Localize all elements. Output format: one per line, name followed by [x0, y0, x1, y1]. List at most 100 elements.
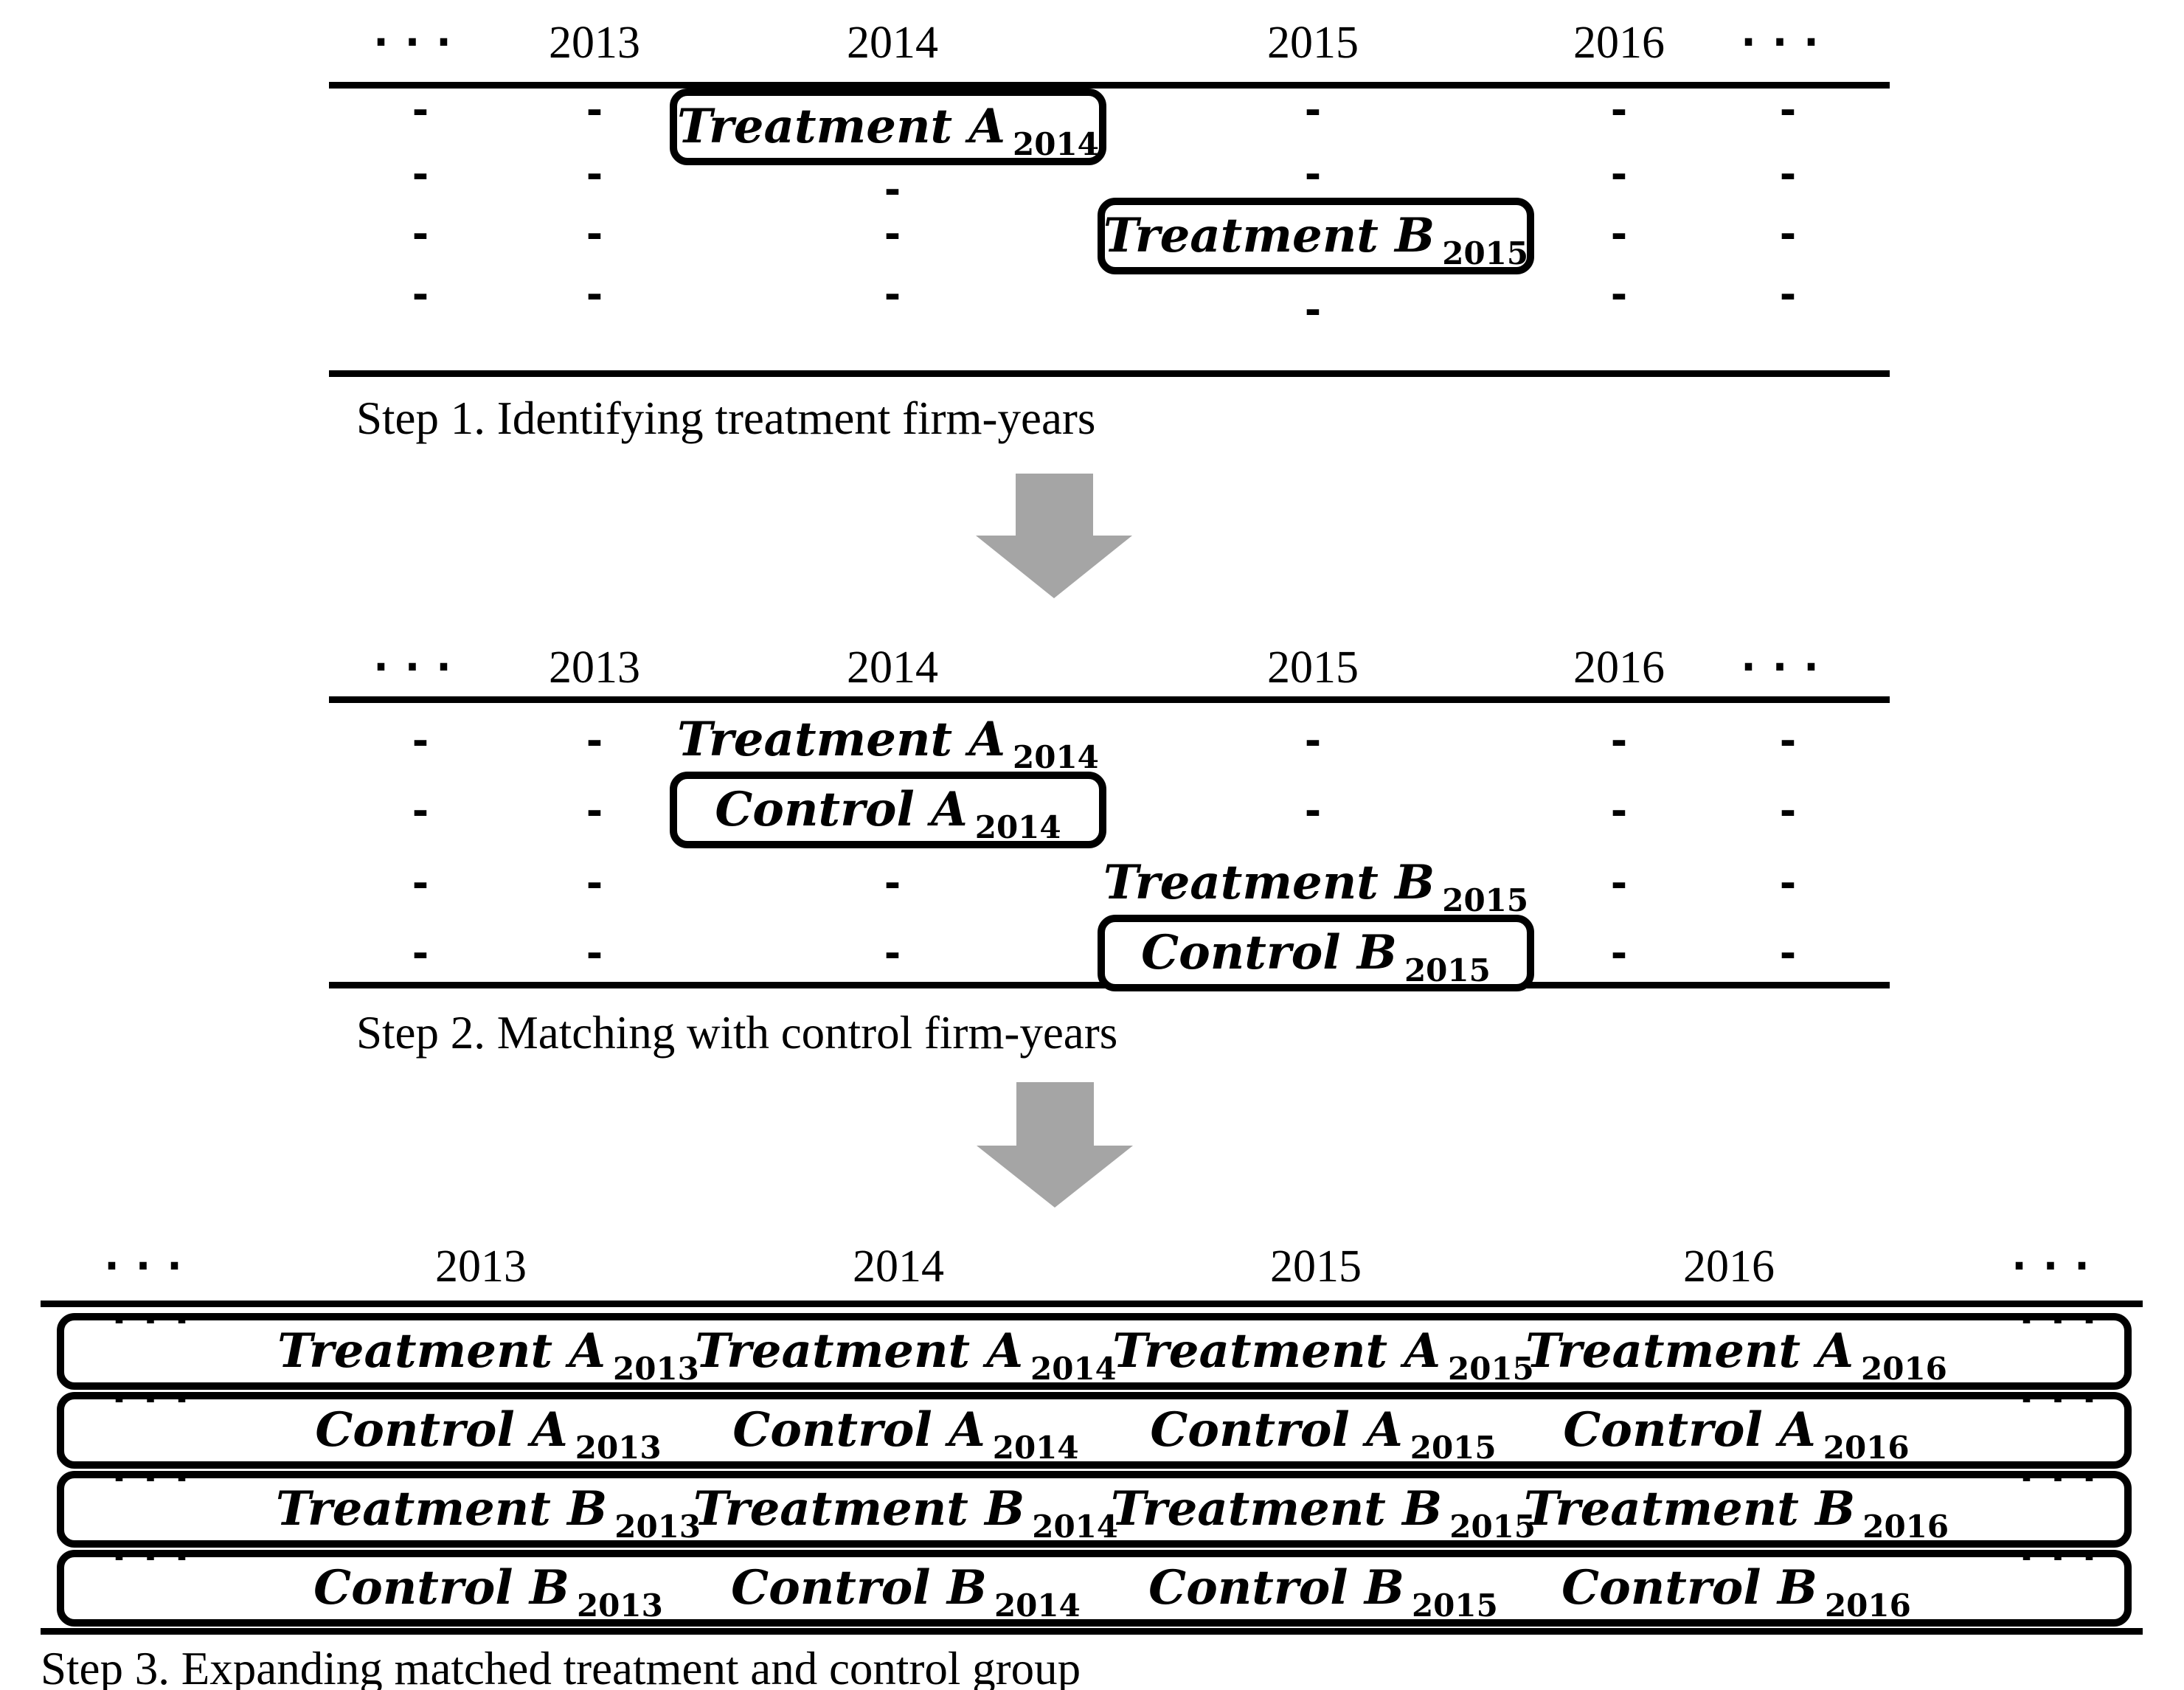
dash: -: [1610, 271, 1628, 318]
cell-year-subscript: 2014: [994, 1587, 1081, 1624]
dash: -: [884, 167, 901, 213]
dash: -: [884, 271, 901, 318]
step3-header-year: 2013: [435, 1241, 527, 1292]
step2-top-rule: [329, 696, 1890, 703]
step1-header-year: 2015: [1267, 18, 1359, 68]
cell-label: Control A: [315, 1402, 568, 1458]
cell-label: Treatment A: [277, 1323, 606, 1379]
down-arrow-icon: [1016, 474, 1093, 537]
cell-label: Treatment A: [1525, 1323, 1854, 1379]
step1-top-rule: [329, 82, 1890, 89]
dash: -: [1779, 718, 1797, 764]
dash: -: [884, 860, 901, 907]
row-ellipsis: ···: [2019, 1534, 2113, 1580]
cell-year-subscript: 2013: [614, 1509, 701, 1545]
cell-label: Treatment B: [275, 1481, 608, 1537]
step2-header-year: 2013: [549, 643, 640, 693]
dash: -: [412, 151, 429, 198]
dash: -: [884, 211, 901, 257]
cell-label: Control A: [1150, 1402, 1403, 1458]
step3-header-year: 2015: [1270, 1241, 1362, 1292]
cell-label: Control B: [1148, 1560, 1404, 1615]
cell-label: Control B: [1561, 1560, 1817, 1615]
step2-caption: Step 2. Matching with control firm-years: [356, 1007, 1118, 1059]
cell-label: Treatment B: [693, 1481, 1025, 1537]
treatment-b-box: Treatment B 2015: [1098, 198, 1534, 274]
dash: -: [586, 930, 603, 977]
treatment-b-year-subscript: 2015: [1442, 882, 1529, 918]
cell-year-subscript: 2016: [1823, 1430, 1910, 1466]
step1-header-year: 2014: [847, 18, 938, 68]
dash: -: [412, 87, 429, 134]
dash: -: [412, 930, 429, 977]
dash: -: [1610, 211, 1628, 257]
cell-year-subscript: 2015: [1410, 1430, 1497, 1466]
down-arrow-icon: [1016, 1082, 1094, 1147]
cell-label: Treatment A: [695, 1323, 1023, 1379]
step1-header-year: 2013: [549, 18, 640, 68]
step3-top-rule: [41, 1301, 2143, 1307]
dash: -: [1779, 788, 1797, 834]
control-b-year-subscript: 2015: [1404, 952, 1491, 988]
control-a-year-subscript: 2014: [974, 809, 1061, 845]
cell-year-subscript: 2016: [1861, 1351, 1947, 1387]
row-ellipsis: ···: [111, 1534, 206, 1580]
cell-year-subscript: 2015: [1449, 1509, 1536, 1545]
dash: -: [1779, 860, 1797, 907]
row-ellipsis: ···: [2019, 1297, 2113, 1343]
treatment-a-text: Treatment A 2014: [670, 703, 1106, 777]
dash: -: [412, 718, 429, 764]
step3-header-ellipsis-right: ···: [2011, 1243, 2106, 1289]
step2-header-year: 2015: [1267, 643, 1359, 693]
dash: -: [412, 271, 429, 318]
cell-year-subscript: 2013: [613, 1351, 699, 1387]
cell-label: Control A: [732, 1402, 985, 1458]
cell-year-subscript: 2016: [1824, 1587, 1911, 1624]
control-a-label: Control A: [715, 782, 968, 837]
dash: -: [1610, 930, 1628, 977]
dash: -: [412, 211, 429, 257]
dash: -: [1304, 151, 1322, 198]
dash: -: [412, 788, 429, 834]
step1-header-year: 2016: [1573, 18, 1665, 68]
treatment-a-year-subscript: 2014: [1013, 126, 1099, 162]
dash: -: [1304, 718, 1322, 764]
cell-label: Control A: [1563, 1402, 1816, 1458]
dash: -: [586, 860, 603, 907]
treatment-a-year-subscript: 2014: [1013, 739, 1099, 775]
dash: -: [1610, 860, 1628, 907]
dash: -: [1304, 287, 1322, 333]
control-b-label: Control B: [1141, 925, 1397, 980]
step2-header-ellipsis-right: ···: [1741, 644, 1835, 690]
cell-year-subscript: 2015: [1448, 1351, 1534, 1387]
dash: -: [1779, 930, 1797, 977]
treatment-b-text: Treatment B 2015: [1098, 846, 1534, 920]
dash: -: [1610, 151, 1628, 198]
cell-year-subscript: 2015: [1411, 1587, 1498, 1624]
treatment-b-label: Treatment B: [1103, 855, 1435, 910]
step1-header-ellipsis-left: ···: [373, 19, 468, 66]
row-ellipsis: ···: [2019, 1376, 2113, 1422]
dash: -: [586, 211, 603, 257]
row-ellipsis: ···: [2019, 1455, 2113, 1501]
dash: -: [586, 718, 603, 764]
dash: -: [1779, 271, 1797, 318]
cell-label: Treatment A: [1112, 1323, 1441, 1379]
treatment-a-label: Treatment A: [677, 712, 1005, 767]
